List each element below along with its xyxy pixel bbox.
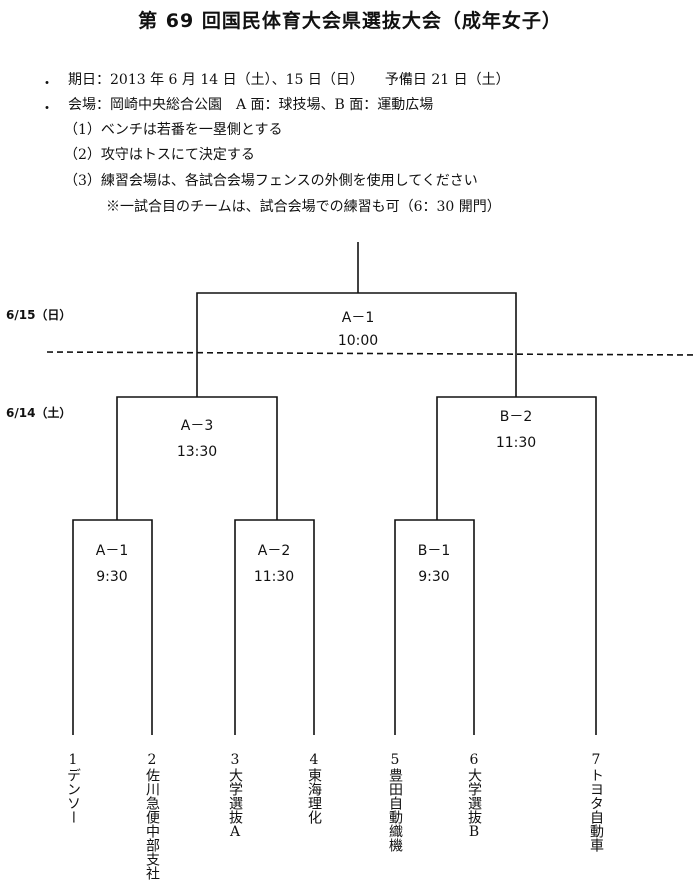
semi-a-game-label: A－3 (180, 418, 214, 434)
semi-b-game-label: B－2 (499, 409, 533, 425)
team-5: 5豊田自動織機 (387, 752, 403, 852)
semi-a-bracket (116, 396, 278, 520)
team-6: 6大学選抜B (466, 752, 482, 840)
team-2: 2佐川急便中部支社 (144, 752, 160, 880)
semi-b-game-time: 11:30 (495, 435, 537, 451)
r1-a1-game-label: A－1 (95, 543, 129, 559)
r1-a1-bracket (72, 519, 153, 735)
bullet-venue: ・ (40, 101, 54, 117)
info-note: ※一試合目のチームは、試合会場での練習も可（6：30 開門） (106, 199, 501, 215)
r1-b1-bracket (394, 519, 475, 735)
final-game-time: 10:00 (337, 333, 379, 349)
r1-a2-game-time: 11:30 (253, 569, 295, 585)
final-game-label: A－1 (341, 310, 375, 326)
page-title: 第 69 回国民体育大会県選抜大会（成年女子） (138, 10, 562, 32)
semi-a-game-time: 13:30 (176, 444, 218, 460)
bullet-dates: ・ (40, 76, 54, 92)
info-rule-3: （3）練習会場は、各試合会場フェンスの外側を使用してください (64, 173, 478, 189)
r1-b1-game-label: B－1 (417, 543, 451, 559)
day-divider (46, 351, 698, 356)
semi-b-bracket (436, 396, 597, 735)
info-dates: 期日：2013 年 6 月 14 日（土）、15 日（日） 予備日 21 日（土… (68, 72, 510, 88)
date-day1: 6/14（土） (6, 406, 72, 420)
r1-a2-bracket (234, 519, 315, 735)
r1-a1-game-time: 9:30 (96, 569, 128, 585)
info-rule-2: （2）攻守はトスにて決定する (64, 147, 255, 163)
r1-a2-game-label: A－2 (257, 543, 291, 559)
info-rule-1: （1）ベンチは若番を一塁側とする (64, 122, 283, 138)
r1-b1-game-time: 9:30 (418, 569, 450, 585)
date-day2: 6/15（日） (6, 308, 72, 322)
team-3: 3大学選抜A (227, 752, 243, 840)
info-venue: 会場：岡崎中央総合公園 A 面：球技場、B 面：運動広場 (68, 97, 434, 113)
team-7: 7トヨタ自動車 (588, 752, 604, 852)
final-bracket (196, 292, 517, 397)
team-4: 4東海理化 (306, 752, 322, 824)
team-1: 1デンソー (65, 752, 81, 824)
